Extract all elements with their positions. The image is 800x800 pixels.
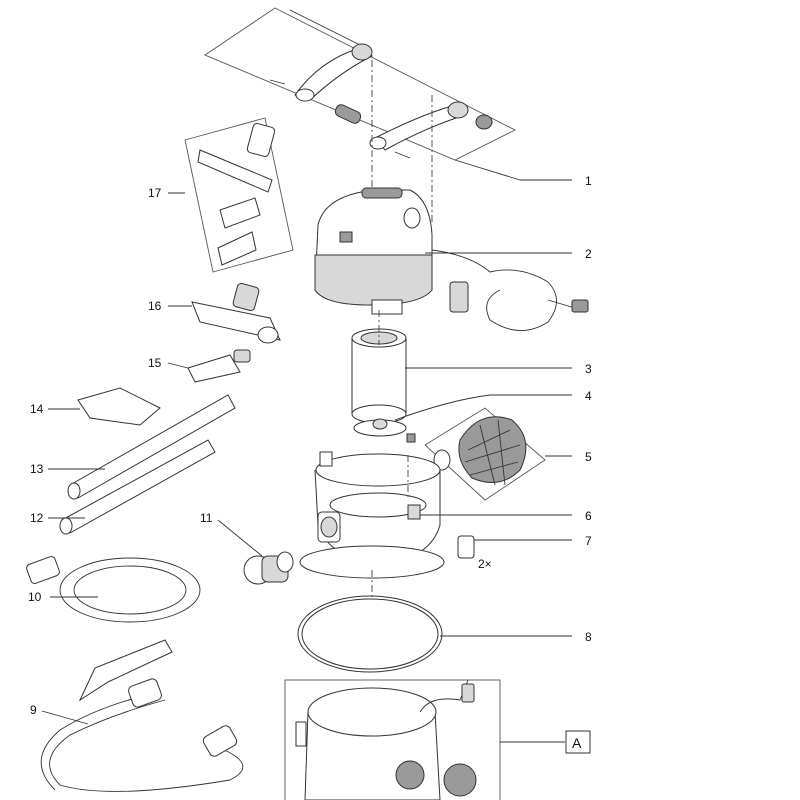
- callout-7: 7: [585, 534, 592, 548]
- cleaning-cloth: [48, 387, 161, 426]
- filter-bag: [424, 407, 572, 501]
- accessory-set: [168, 117, 294, 273]
- callout-12: 12: [30, 511, 44, 525]
- seal-ring: [297, 570, 572, 673]
- hose-connector: [217, 519, 294, 585]
- callout-3: 3: [585, 362, 592, 376]
- callout-16: 16: [148, 299, 162, 313]
- callout-11: 11: [200, 511, 213, 525]
- callout-4: 4: [585, 389, 592, 403]
- suction-hose: [40, 678, 244, 792]
- cartridge-filter: [351, 310, 572, 424]
- clip-parts: [457, 535, 572, 559]
- hose-coil: [26, 556, 201, 702]
- callout-9: 9: [30, 703, 37, 717]
- handle-assembly: [204, 7, 572, 225]
- callout-15: 15: [148, 356, 162, 370]
- assembly-label-box: [565, 730, 591, 754]
- callout-8: 8: [585, 630, 592, 644]
- assembly-label: A: [572, 735, 582, 751]
- filter-lid: [353, 394, 572, 443]
- quantity-note: 2×: [478, 557, 492, 571]
- callout-1: 1: [585, 174, 592, 188]
- callout-labels: 1 2 3 4 5 6 7 2× 8 9 10 11 12 13 14 15 1…: [28, 174, 592, 754]
- suction-tubes: [48, 394, 236, 535]
- floor-nozzle: [168, 282, 281, 344]
- upper-bowl: [299, 451, 572, 579]
- callout-17: 17: [148, 186, 162, 200]
- container-base-assembly: [284, 679, 565, 800]
- callout-13: 13: [30, 462, 44, 476]
- small-nozzle: [167, 349, 251, 383]
- motor-head: [314, 187, 589, 331]
- callout-2: 2: [585, 247, 592, 261]
- callout-5: 5: [585, 450, 592, 464]
- callout-14: 14: [30, 402, 44, 416]
- callout-6: 6: [585, 509, 592, 523]
- callout-10: 10: [28, 590, 42, 604]
